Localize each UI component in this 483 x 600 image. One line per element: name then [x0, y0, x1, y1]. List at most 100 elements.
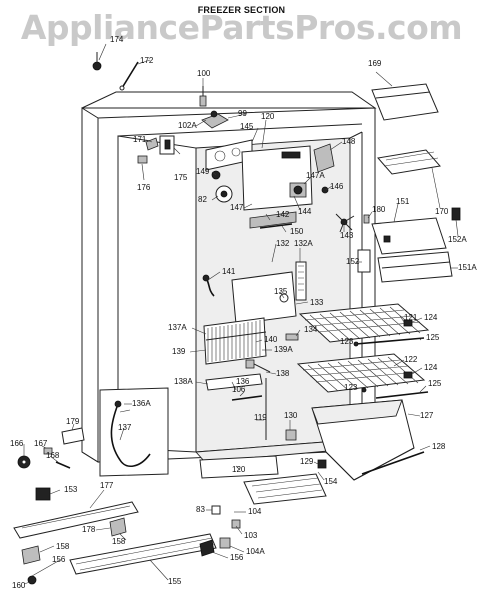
callout-170: 170 — [435, 207, 449, 216]
part-153-foot — [35, 487, 51, 501]
shelf-lower — [296, 353, 429, 399]
part-160-screw — [27, 575, 37, 585]
part-103-clip — [231, 519, 241, 529]
door-parts — [357, 83, 461, 283]
callout-138: 138 — [276, 369, 290, 378]
part-106-rail — [205, 373, 263, 391]
callout-151: 151 — [396, 197, 410, 206]
detail-box-137 — [99, 387, 169, 477]
callout-175: 175 — [174, 173, 188, 182]
callout-139: 139 — [172, 347, 186, 356]
callout-122: 122 — [404, 355, 418, 364]
part-127-pan — [311, 399, 425, 481]
part-146-grommet — [321, 186, 329, 194]
part-172-rod — [121, 61, 139, 89]
callout-121: 121 — [404, 313, 418, 322]
part-125-trim-a — [355, 337, 425, 345]
part-135-panel — [231, 271, 297, 325]
callout-120-bottom: 120 — [232, 465, 246, 474]
callout-179: 179 — [66, 417, 80, 426]
part-150-strip — [259, 223, 293, 229]
part-134-clip — [285, 333, 299, 341]
callout-137a: 137A — [168, 323, 187, 332]
callout-156-left: 156 — [52, 555, 66, 564]
callout-180: 180 — [372, 205, 386, 214]
callout-146: 146 — [330, 182, 344, 191]
part-100-screw — [199, 95, 207, 107]
callout-100: 100 — [197, 69, 211, 78]
part-169-door-bin — [371, 83, 439, 121]
callout-167: 167 — [34, 439, 48, 448]
part-158-hinge-left — [21, 545, 41, 565]
callout-145: 145 — [240, 122, 254, 131]
watermark: AppliancePartsPros.com — [20, 8, 463, 47]
top-hardware — [92, 52, 370, 233]
callout-134: 134 — [304, 325, 318, 334]
part-176-clip — [137, 155, 148, 164]
callout-169: 169 — [368, 59, 382, 68]
part-132a-duct — [295, 261, 307, 301]
callout-174: 174 — [110, 35, 124, 44]
part-154-drain-pan — [243, 473, 327, 505]
callout-152: 152 — [346, 257, 360, 266]
callout-144: 144 — [298, 207, 312, 216]
part-177-rail — [13, 501, 139, 539]
callout-158-b: 158 — [56, 542, 70, 551]
callout-141: 141 — [222, 267, 236, 276]
callout-120-top: 120 — [261, 112, 275, 121]
part-167-axle — [43, 447, 53, 455]
part-124-clip-a — [403, 319, 413, 327]
callout-103: 103 — [244, 531, 258, 540]
callout-150: 150 — [290, 227, 304, 236]
part-128-trim — [361, 451, 425, 475]
callout-147a: 147A — [306, 171, 325, 180]
callout-156-right: 156 — [230, 553, 244, 562]
part-151a-front — [377, 251, 453, 283]
callout-178: 178 — [82, 525, 96, 534]
part-evaporator-cover — [241, 145, 313, 211]
callout-138a: 138A — [174, 377, 193, 386]
callout-160: 160 — [12, 581, 26, 590]
callout-128: 128 — [432, 442, 446, 451]
callout-132: 132 — [276, 239, 290, 248]
callout-154: 154 — [324, 477, 338, 486]
callout-123-b: 123 — [344, 383, 358, 392]
bottom-parts — [13, 427, 327, 585]
evaporator-coil — [203, 317, 267, 365]
interior-left — [205, 359, 297, 441]
callout-104: 104 — [248, 507, 262, 516]
part-120-trough — [199, 455, 279, 479]
callout-125-b: 125 — [428, 379, 442, 388]
callout-153: 153 — [64, 485, 78, 494]
callout-151a: 151A — [458, 263, 477, 272]
leader-lines — [23, 43, 459, 585]
callout-166: 166 — [10, 439, 24, 448]
part-156-bracket-right — [199, 539, 215, 557]
part-130-clip — [285, 429, 297, 441]
callout-136: 136 — [236, 377, 250, 386]
part-124-clip-b — [403, 371, 413, 379]
callout-102a: 102A — [178, 121, 197, 130]
callout-99: 99 — [238, 109, 247, 118]
callout-82: 82 — [198, 195, 207, 204]
callout-168: 168 — [46, 451, 60, 460]
callout-124-b: 124 — [424, 363, 438, 372]
callout-104a: 104A — [246, 547, 265, 556]
callout-149: 149 — [196, 167, 210, 176]
part-168-pin — [55, 461, 71, 469]
callout-106: 106 — [232, 385, 246, 394]
part-152a-hinge — [451, 207, 461, 221]
part-143-fan-blade — [335, 213, 355, 233]
part-148-bracket — [313, 143, 335, 173]
callout-133: 133 — [310, 298, 324, 307]
callout-140: 140 — [264, 335, 278, 344]
callout-119: 119 — [254, 413, 267, 422]
part-125-trim-b — [375, 391, 429, 399]
part-179-bracket — [61, 427, 85, 445]
part-152-plate — [357, 249, 371, 273]
callout-176: 176 — [137, 183, 151, 192]
callout-142: 142 — [276, 210, 290, 219]
callout-172: 172 — [140, 56, 154, 65]
callout-152a: 152A — [448, 235, 467, 244]
